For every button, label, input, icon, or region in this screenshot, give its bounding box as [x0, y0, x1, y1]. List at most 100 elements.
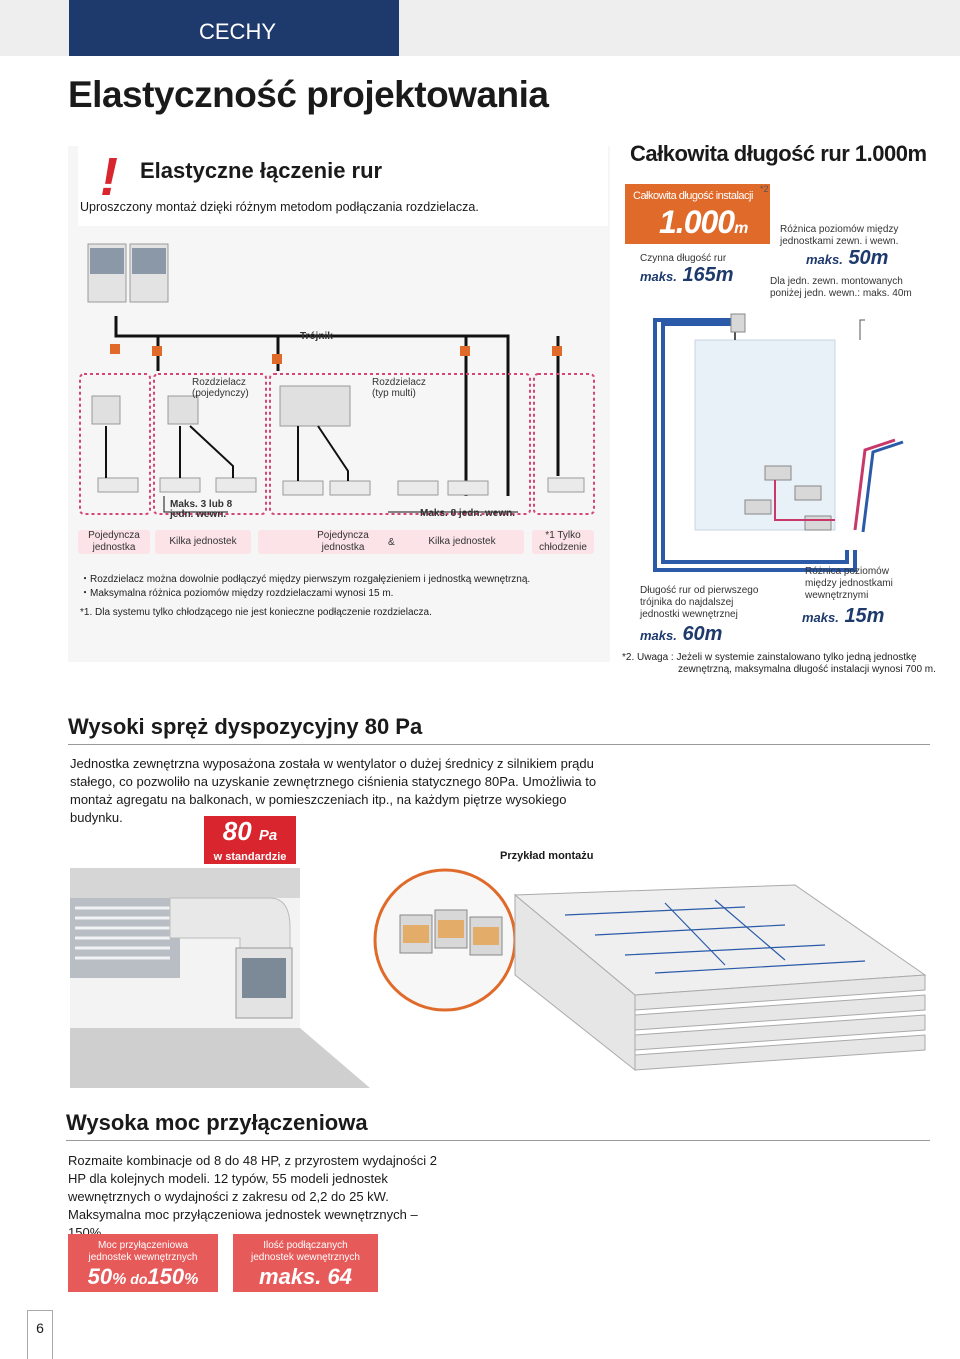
indoor-count-value: maks. 64	[259, 1264, 352, 1289]
pink-pipe	[853, 438, 896, 531]
active-length-label: Czynna długość rur	[640, 253, 727, 264]
category-single-line2: jednostka	[92, 542, 136, 553]
max-3-8-line2: jedn. wewn.	[170, 509, 227, 520]
active-length-maks: maks.	[640, 269, 677, 284]
distributor-single-line2: (pojedynczy)	[192, 388, 249, 399]
indoor-diff-line2: między jednostkami	[805, 578, 893, 589]
piping-note-3: *1. Dla systemu tylko chłodzącego nie je…	[80, 607, 432, 618]
header-tab-label: CECHY	[199, 19, 277, 44]
header-tab[interactable]: CECHY	[69, 0, 399, 56]
distributor-multi-line2: (typ multi)	[372, 388, 416, 399]
static-pressure-paragraph: Jednostka zewnętrzna wyposażona została …	[70, 756, 597, 825]
indoor-diff-number: 15m	[844, 605, 885, 627]
capacity-ratio-value: 50% do150%	[68, 1264, 218, 1293]
indoor-diff-line3: wewnętrznymi	[805, 590, 869, 601]
capacity-ratio-label: Moc przyłączeniowa jednostek wewnętrznyc…	[68, 1234, 218, 1264]
capacity-ratio-min: 50	[87, 1264, 113, 1289]
distributor-multi-line1: Rozdzielacz	[372, 377, 426, 388]
category-pill-cooling: *1 Tylko chłodzenie	[532, 530, 594, 554]
capacity-ratio-line2: jednostek wewnętrznych	[88, 1252, 198, 1263]
piping-title: Elastyczne łączenie rur	[140, 158, 383, 183]
capacity-ratio-badge: Moc przyłączeniowa jednostek wewnętrznyc…	[68, 1234, 218, 1292]
max-3-8-line1: Maks. 3 lub 8	[170, 499, 233, 510]
total-length-label: Całkowita długość instalacji	[633, 190, 753, 202]
section2-divider	[68, 744, 930, 745]
pressure-badge-sub: w standardzie	[213, 851, 287, 863]
pressure-badge-value: 80 Pa	[204, 816, 296, 851]
indoor-count-line1: Ilość podłączanych	[263, 1240, 348, 1251]
indoor-count-label: Ilość podłączanych jednostek wewnętrznyc…	[233, 1234, 378, 1264]
total-length-value: 1.000m	[659, 204, 748, 241]
category-cooling-line1: *1 Tylko	[545, 530, 581, 541]
connection-capacity-title: Wysoka moc przyłączeniowa	[66, 1110, 368, 1135]
building-piping-diagram	[653, 313, 904, 572]
pressure-badge-unit: Pa	[258, 827, 278, 844]
first-branch-value: maks. 60m	[640, 623, 722, 646]
piping-subtitle: Uproszczony montaż dzięki różnym metodom…	[80, 200, 479, 214]
total-length-footnote: *2	[760, 184, 769, 194]
first-branch-maks: maks.	[640, 628, 677, 643]
balcony-illustration	[70, 868, 370, 1088]
section3-divider	[66, 1140, 930, 1141]
exclamation-icon: !	[100, 147, 118, 207]
piping-note-1: ・Rozdzielacz można dowolnie podłączyć mi…	[80, 574, 531, 585]
active-length-number: 165m	[682, 264, 734, 286]
capacity-ratio-pct2: %	[184, 1271, 199, 1288]
header-bar: CECHY	[0, 0, 960, 56]
install-example-label: Przykład montażu	[500, 850, 594, 862]
level-diff-note-line2: poniżej jedn. wewn.: maks. 40m	[770, 288, 912, 299]
top-unit-icon	[730, 313, 746, 333]
outdoor-unit-icon	[87, 243, 169, 303]
pressure-badge-number: 80	[222, 816, 252, 846]
category-pill-multiple-2: Kilka jednostek	[400, 530, 524, 554]
capacity-ratio-pct1: %	[112, 1271, 127, 1288]
capacity-ratio-max: 150	[147, 1264, 185, 1289]
level-diff-line2: jednostkami zewn. i wewn.	[780, 236, 899, 247]
capacity-ratio-line1: Moc przyłączeniowa	[97, 1240, 189, 1251]
category-cooling-line2: chłodzenie	[539, 542, 587, 553]
category-pill-single-2: Pojedyncza jednostka	[258, 530, 428, 554]
pressure-badge: 80 Pa w standardzie	[204, 816, 296, 864]
distributor-single-label: Rozdzielacz (pojedynczy)	[192, 377, 249, 399]
indoor-diff-value: maks. 15m	[802, 605, 884, 628]
first-branch-line2: trójnika do najdalszej	[640, 597, 734, 608]
level-diff-value: maks. 50m	[806, 247, 888, 270]
piping-panel-header	[78, 146, 608, 226]
capacity-ratio-to: do	[126, 1271, 148, 1287]
tee-label: Trójnik	[300, 331, 333, 342]
remark-line-2: zewnętrzną, maksymalna długość instalacj…	[678, 664, 936, 675]
indoor-count-line2: jednostek wewnętrznych	[251, 1252, 360, 1263]
page-number: 6	[27, 1310, 53, 1359]
piping-diagram	[79, 243, 595, 515]
piping-note-2: ・Maksymalna różnica poziomów między rozd…	[80, 588, 394, 599]
ampersand: &	[388, 537, 395, 548]
distributor-single-line1: Rozdzielacz	[192, 377, 246, 388]
first-branch-line3: jednostki wewnętrznej	[640, 609, 738, 620]
rooftop-units	[399, 909, 503, 956]
first-branch-label: Długość rur od pierwszego trójnika do na…	[640, 585, 758, 621]
building-floors	[513, 884, 927, 1072]
level-diff-line1: Różnica poziomów między	[780, 224, 899, 235]
group-box	[79, 373, 151, 515]
max-8-label: Maks. 8 jedn. wewn.	[420, 508, 516, 519]
indoor-diff-label: Różnica poziomów między jednostkami wewn…	[805, 566, 893, 602]
level-diff-number: 50m	[848, 247, 889, 269]
category-pill-multiple: Kilka jednostek	[155, 530, 251, 554]
building-pipes	[564, 899, 866, 974]
category-single2-line2: jednostka	[321, 542, 365, 553]
indoor-count-badge: Ilość podłączanych jednostek wewnętrznyc…	[233, 1234, 378, 1292]
connection-capacity-paragraph: Rozmaite kombinacje od 8 do 48 HP, z prz…	[68, 1153, 437, 1240]
first-branch-number: 60m	[682, 623, 723, 645]
first-branch-line1: Długość rur od pierwszego	[640, 585, 759, 596]
indoor-diff-maks: maks.	[802, 610, 839, 625]
level-diff-note: Dla jedn. zewn. montowanych poniżej jedn…	[770, 276, 912, 300]
level-diff-label: Różnica poziomów między jednostkami zewn…	[780, 224, 898, 248]
indoor-diff-line1: Różnica poziomów	[805, 566, 889, 577]
level-diff-note-line1: Dla jedn. zewn. montowanych	[770, 276, 903, 287]
static-pressure-title: Wysoki spręż dyspozycyjny 80 Pa	[68, 714, 423, 739]
page-title: Elastyczność projektowania	[68, 74, 549, 115]
remark-line-1: *2. Uwaga : Jeżeli w systemie zainstalow…	[622, 652, 917, 663]
level-diff-maks: maks.	[806, 252, 843, 267]
category-single2-line1: Pojedyncza	[317, 530, 369, 541]
distributor-icon	[91, 395, 121, 425]
